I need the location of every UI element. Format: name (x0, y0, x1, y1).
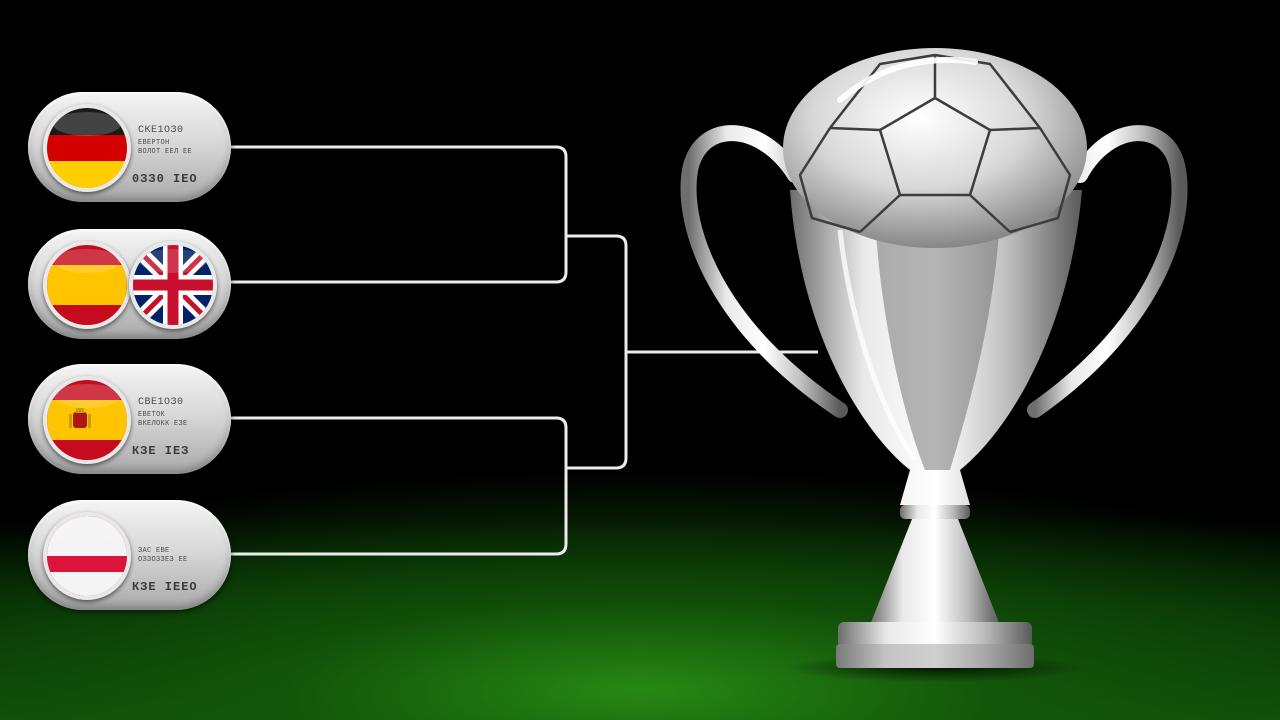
poland-flag-icon (43, 512, 131, 600)
bracket-entry-3[interactable]: СВЕ1ОЗ0 ЕВЕТОК ВКЕЛОКК ЕЗЕ КЗЕ ІЕЗ (28, 364, 231, 474)
bracket-entry-4[interactable]: ЗАС ЕВЕ ОЗЗОЗЗЕЗ ЕЕ КЗЕ ІЕЕО (28, 500, 231, 610)
united-kingdom-flag-icon (129, 241, 217, 329)
bracket-line-semifinal-bottom (228, 416, 568, 556)
entry-4-subtitle: ЗАС ЕВЕ (138, 547, 170, 555)
spain-flag-icon (43, 376, 131, 464)
spain-flag-icon (43, 241, 131, 329)
entry-3-subtitle: ЕВЕТОК (138, 411, 166, 419)
entry-1-score: 0ЗЗ0 ІЕО (132, 172, 198, 186)
entry-4-detail: ОЗЗОЗЗЕЗ ЕЕ (138, 556, 188, 564)
entry-4-score: КЗЕ ІЕЕО (132, 580, 198, 594)
entry-1-subtitle: ЕВЕРТОН (138, 139, 170, 147)
germany-flag-icon (43, 104, 131, 192)
bracket-line-semifinal-top (228, 145, 568, 284)
entry-1-title: СКЕ1ОЗ0 (138, 125, 184, 136)
entry-3-detail: ВКЕЛОКК ЕЗЕ (138, 420, 188, 428)
bracket-entry-2[interactable] (28, 229, 231, 339)
bracket-entry-1[interactable]: СКЕ1ОЗ0 ЕВЕРТОН ВОЛОТ ЕЕЛ ЕЕ 0ЗЗ0 ІЕО (28, 92, 231, 202)
entry-3-score: КЗЕ ІЕЗ (132, 444, 190, 458)
entry-1-detail: ВОЛОТ ЕЕЛ ЕЕ (138, 148, 193, 156)
entry-3-title: СВЕ1ОЗ0 (138, 397, 184, 408)
